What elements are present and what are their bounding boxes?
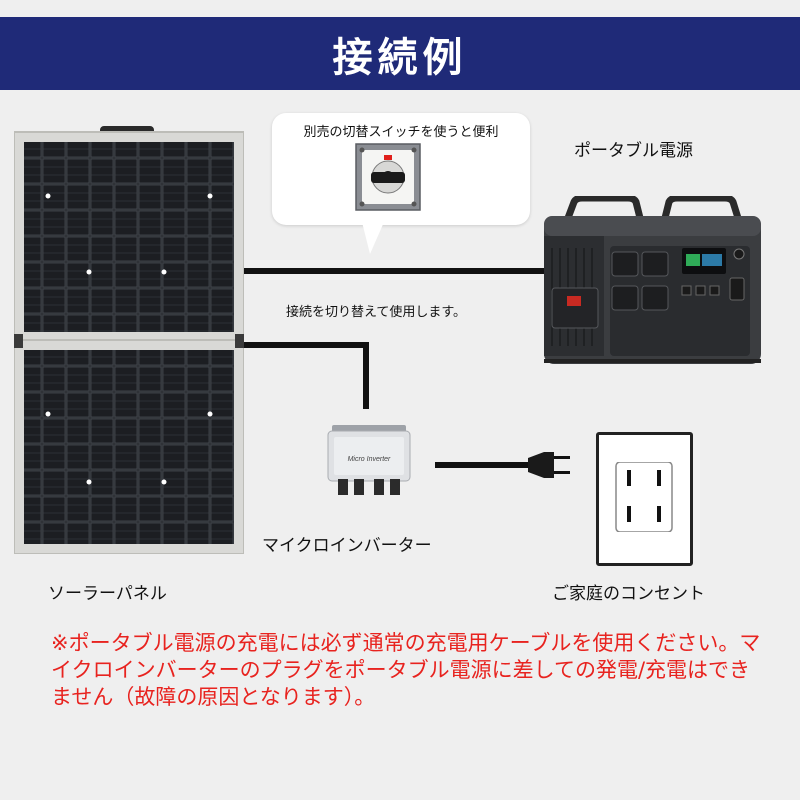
notice-text: ※ポータブル電源の充電には必ず通常の充電用ケーブルを使用ください。マイクロインバ… xyxy=(51,631,761,709)
portable-power-label: ポータブル電源 xyxy=(574,141,693,161)
page-title: 接続例 xyxy=(332,34,468,81)
micro-inverter-label: マイクロインバーター xyxy=(262,536,432,556)
plug-icon xyxy=(518,452,570,478)
wire-panel-to-inverter-h xyxy=(244,342,369,348)
switch-callout-tail xyxy=(362,222,384,254)
wire-panel-to-power xyxy=(244,268,544,274)
inverter-print-text: Micro Inverter xyxy=(348,456,391,463)
header-bar: 接続例 xyxy=(0,17,800,90)
switch-callout-text: 別売の切替スイッチを使うと便利 xyxy=(303,125,499,140)
wall-outlet-image xyxy=(615,462,673,532)
wire-panel-to-inverter-v xyxy=(363,342,369,409)
switch-callout: 別売の切替スイッチを使うと便利 xyxy=(272,113,530,225)
home-outlet-label: ご家庭のコンセント xyxy=(552,584,705,604)
solar-panel-label: ソーラーパネル xyxy=(48,584,167,604)
portable-power-station-image xyxy=(544,196,761,364)
solar-panel-image xyxy=(14,126,244,554)
micro-inverter-image: Micro Inverter xyxy=(327,425,411,495)
changeover-switch-image xyxy=(355,143,421,211)
wire-inverter-to-plug xyxy=(435,462,535,468)
switch-instruction-label: 接続を切り替えて使用します。 xyxy=(286,305,467,320)
